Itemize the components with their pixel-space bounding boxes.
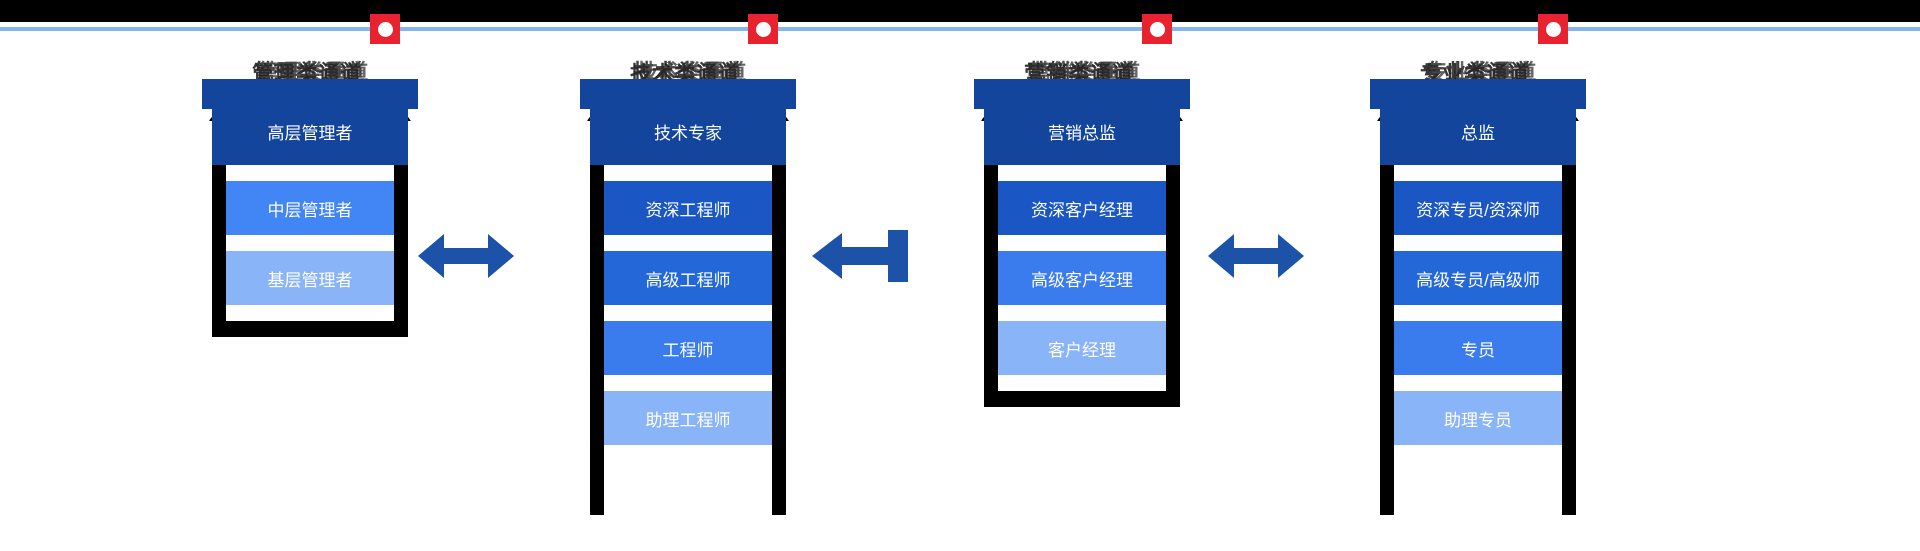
level-block-professional-0[interactable]: 总监 bbox=[1380, 97, 1576, 165]
level-block-professional-2[interactable]: 高级专员/高级师 bbox=[1394, 251, 1562, 305]
level-block-technical-1[interactable]: 资深工程师 bbox=[604, 181, 772, 235]
timeline-marker-4[interactable] bbox=[1538, 14, 1568, 44]
rung-gap bbox=[212, 165, 408, 181]
rung-gap bbox=[590, 375, 786, 391]
level-block-professional-4[interactable]: 助理专员 bbox=[1394, 391, 1562, 445]
ladder-cap: 高层管理者 bbox=[202, 79, 418, 165]
level-block-technical-0[interactable]: 技术专家 bbox=[590, 97, 786, 165]
arrow-marketing-professional bbox=[1208, 228, 1304, 284]
marker-dot-icon bbox=[377, 21, 393, 37]
channel-title-text: 专业类通道 bbox=[1423, 61, 1533, 84]
ladder-rail-left bbox=[1380, 97, 1394, 515]
top-black-band bbox=[0, 0, 1920, 22]
ladder-rungs: 高层管理者中层管理者基层管理者 bbox=[202, 79, 418, 337]
channel-column-technical: 技术类通道技术类通道技术类通道技术专家资深工程师高级工程师工程师助理工程师 bbox=[538, 0, 838, 551]
ladder-rungs: 技术专家资深工程师高级工程师工程师助理工程师 bbox=[580, 79, 796, 445]
arrow-technical-marketing bbox=[812, 228, 908, 284]
level-block-technical-4[interactable]: 助理工程师 bbox=[604, 391, 772, 445]
level-block-management-0[interactable]: 高层管理者 bbox=[212, 97, 408, 165]
marker-dot-icon bbox=[755, 21, 771, 37]
rung-gap bbox=[590, 235, 786, 251]
horizontal-rule-line bbox=[0, 27, 1920, 31]
rung-gap bbox=[590, 165, 786, 181]
rung-gap bbox=[1380, 235, 1576, 251]
left-arrow-icon bbox=[812, 230, 908, 282]
rung-gap bbox=[984, 235, 1180, 251]
timeline-marker-2[interactable] bbox=[748, 14, 778, 44]
ladder-base bbox=[212, 321, 408, 337]
level-block-management-2[interactable]: 基层管理者 bbox=[226, 251, 394, 305]
ladder-rungs: 总监资深专员/资深师高级专员/高级师专员助理专员 bbox=[1370, 79, 1586, 445]
level-block-marketing-3[interactable]: 客户经理 bbox=[998, 321, 1166, 375]
level-block-marketing-0[interactable]: 营销总监 bbox=[984, 97, 1180, 165]
channel-column-marketing: 营销类通道营销类通道营销类通道营销总监资深客户经理高级客户经理客户经理 bbox=[932, 0, 1232, 551]
rung-gap bbox=[212, 235, 408, 251]
double-arrow-icon bbox=[1208, 234, 1304, 278]
channel-title-text: 营销类通道 bbox=[1027, 61, 1137, 84]
level-block-management-1[interactable]: 中层管理者 bbox=[226, 181, 394, 235]
rung-gap bbox=[1380, 165, 1576, 181]
marker-dot-icon bbox=[1149, 21, 1165, 37]
arrow-management-technical bbox=[418, 228, 514, 284]
ladder-rail-right bbox=[772, 97, 786, 515]
ladder-cap: 总监 bbox=[1370, 79, 1586, 165]
channel-column-management: 管理类通道管理类通道管理类通道高层管理者中层管理者基层管理者 bbox=[160, 0, 460, 551]
marker-dot-icon bbox=[1545, 21, 1561, 37]
level-block-marketing-2[interactable]: 高级客户经理 bbox=[998, 251, 1166, 305]
ladder-rail-left bbox=[590, 97, 604, 515]
channel-title-ghost-2: 管理类通道 bbox=[259, 61, 369, 84]
ladder-rail-right bbox=[1166, 97, 1180, 407]
ladder-rail-left bbox=[984, 97, 998, 407]
rung-gap bbox=[590, 305, 786, 321]
rung-gap bbox=[1380, 375, 1576, 391]
level-block-professional-3[interactable]: 专员 bbox=[1394, 321, 1562, 375]
level-block-marketing-1[interactable]: 资深客户经理 bbox=[998, 181, 1166, 235]
channel-title-ghost-2: 技术类通道 bbox=[637, 61, 747, 84]
rung-gap bbox=[984, 375, 1180, 391]
channel-title-ghost-2: 营销类通道 bbox=[1031, 61, 1141, 84]
ladder-cap: 技术专家 bbox=[580, 79, 796, 165]
double-arrow-icon bbox=[418, 234, 514, 278]
level-block-technical-2[interactable]: 高级工程师 bbox=[604, 251, 772, 305]
timeline-marker-1[interactable] bbox=[370, 14, 400, 44]
channel-title-text: 管理类通道 bbox=[255, 61, 365, 84]
rung-gap bbox=[984, 305, 1180, 321]
timeline-marker-3[interactable] bbox=[1142, 14, 1172, 44]
ladder-rail-right bbox=[1562, 97, 1576, 515]
channel-title-ghost-2: 专业类通道 bbox=[1427, 61, 1537, 84]
rung-gap bbox=[212, 305, 408, 321]
rung-gap bbox=[984, 165, 1180, 181]
rung-gap bbox=[1380, 305, 1576, 321]
channel-title-text: 技术类通道 bbox=[633, 61, 743, 84]
channel-column-professional: 专业类通道专业类通道专业类通道总监资深专员/资深师高级专员/高级师专员助理专员 bbox=[1328, 0, 1628, 551]
ladder-cap: 营销总监 bbox=[974, 79, 1190, 165]
ladder-rungs: 营销总监资深客户经理高级客户经理客户经理 bbox=[974, 79, 1190, 407]
channel-title-management: 管理类通道管理类通道管理类通道 bbox=[160, 56, 460, 86]
level-block-professional-1[interactable]: 资深专员/资深师 bbox=[1394, 181, 1562, 235]
level-block-technical-3[interactable]: 工程师 bbox=[604, 321, 772, 375]
ladder-base bbox=[984, 391, 1180, 407]
